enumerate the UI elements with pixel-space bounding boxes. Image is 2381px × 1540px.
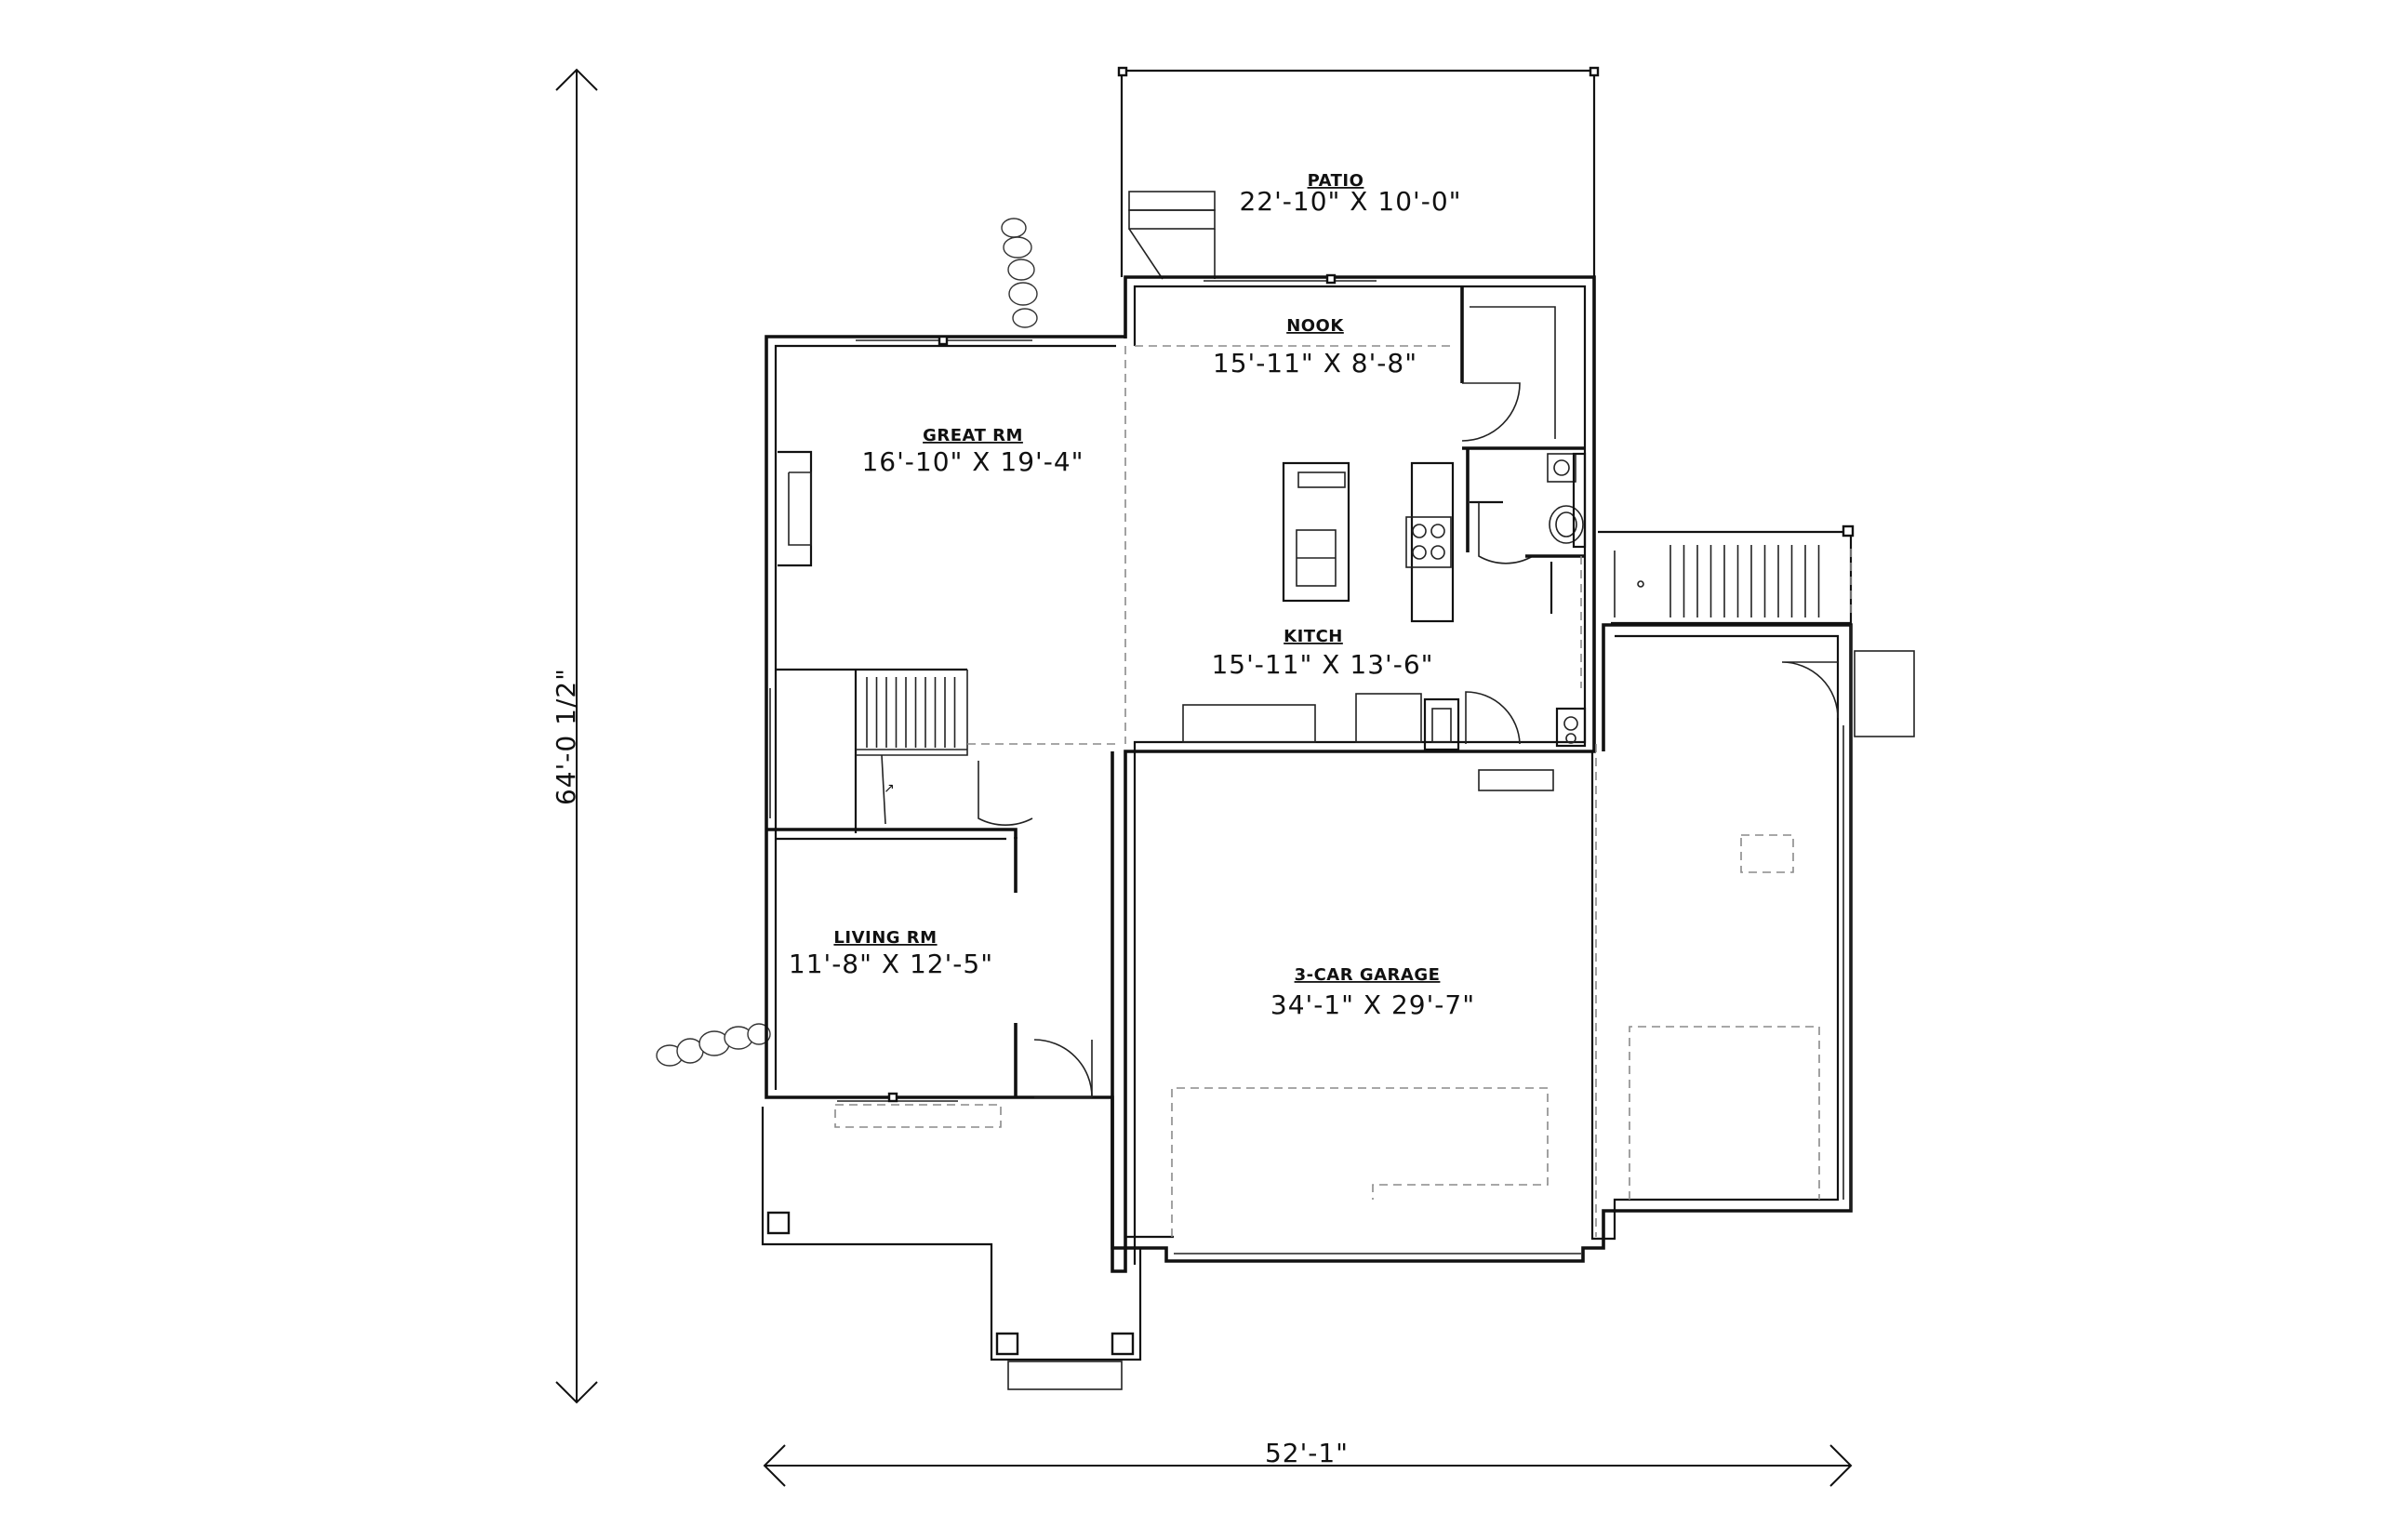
nook-name: NOOK (1286, 316, 1344, 336)
landscape-stones (656, 218, 1038, 1067)
nook-size: 15'-11" X 8'-8" (1213, 348, 1417, 378)
living-rm-size: 11'-8" X 12'-5" (789, 949, 993, 979)
kitch-name: KITCH (1284, 627, 1343, 646)
kitch-size: 15'-11" X 13'-6" (1211, 649, 1433, 680)
vertical-dimension: 64'-0 1/2" (551, 68, 598, 1404)
garage-walls (1111, 623, 1915, 1263)
front-porch (761, 1107, 1142, 1390)
patio-size: 22'-10" X 10'-0" (1239, 186, 1461, 217)
garage-size: 34'-1" X 29'-7" (1270, 989, 1475, 1020)
overall-width-label: 52'-1" (1265, 1438, 1349, 1468)
horizontal-dimension: 52'-1" (763, 1438, 1853, 1487)
house-walls (765, 273, 1596, 1273)
side-stairs (1598, 524, 1855, 625)
svg-text:↗: ↗ (884, 781, 895, 796)
stairs: ↗ (776, 668, 968, 833)
garage-name: 3-CAR GARAGE (1295, 965, 1441, 985)
great-rm-size: 16'-10" X 19'-4" (861, 446, 1084, 477)
great-rm-name: GREAT RM (923, 426, 1023, 445)
patio (1117, 66, 1600, 280)
patio-name: PATIO (1308, 171, 1364, 191)
kitchen-fixtures (967, 286, 1587, 791)
living-rm-name: LIVING RM (833, 928, 937, 948)
overall-depth-label: 64'-0 1/2" (551, 668, 581, 805)
room-labels: PATIO 22'-10" X 10'-0" NOOK 15'-11" X 8'… (789, 171, 1475, 1020)
living-room-walls (766, 761, 1093, 1128)
